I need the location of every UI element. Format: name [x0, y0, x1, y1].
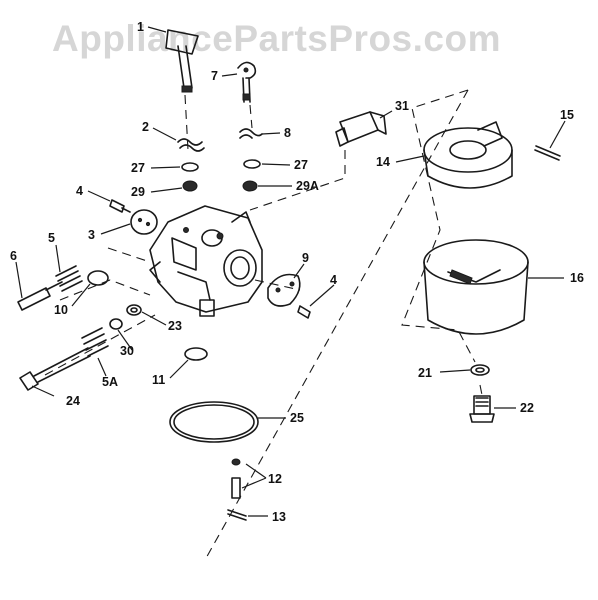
- part-8-spring: [239, 128, 263, 139]
- part-15-float-pin: [534, 145, 561, 161]
- part-4-screw-right: [297, 305, 311, 319]
- label-29a: 29A: [296, 179, 319, 193]
- part-2-spring: [177, 138, 205, 152]
- part-22-bowl-nut: [469, 395, 495, 423]
- label-15: 15: [560, 108, 574, 122]
- label-11: 11: [152, 373, 165, 387]
- label-7: 7: [211, 69, 218, 83]
- label-8: 8: [284, 126, 291, 140]
- label-31: 31: [395, 99, 409, 113]
- label-5: 5: [48, 231, 55, 245]
- leader-lines: [15, 26, 566, 517]
- label-4-right: 4: [330, 273, 337, 287]
- part-11-plug: [184, 347, 208, 361]
- label-22: 22: [520, 401, 534, 415]
- label-6: 6: [10, 249, 17, 263]
- label-24: 24: [66, 394, 80, 408]
- part-23-washer: [126, 304, 142, 316]
- part-9-gasket: [267, 273, 301, 307]
- label-30: 30: [120, 344, 134, 358]
- part-25-bowl-gasket: [169, 401, 259, 443]
- part-5-spring: [55, 265, 83, 292]
- label-4-left: 4: [76, 184, 83, 198]
- part-14-float: [423, 121, 513, 189]
- part-6-idle-screw: [17, 281, 63, 311]
- part-1-throttle-shaft: [165, 29, 199, 93]
- label-14: 14: [376, 155, 390, 169]
- part-10-welch-plug: [87, 270, 109, 286]
- part-29-seals: [182, 180, 258, 192]
- label-23: 23: [168, 319, 182, 333]
- label-13: 13: [272, 510, 286, 524]
- carburetor-body: [149, 205, 263, 317]
- part-5a-spring: [81, 327, 109, 357]
- part-12-inlet-needle: [231, 458, 241, 499]
- part-labels: 1 7 2 8 27 27 29 29A 4 3 5 6 9 4 10 23 3…: [10, 20, 584, 524]
- watermark-logo: AppliancePartsPros.com: [52, 18, 501, 59]
- part-16-float-bowl: [423, 239, 529, 335]
- label-27-left: 27: [131, 161, 145, 175]
- part-13-pin: [227, 509, 247, 521]
- label-1: 1: [137, 20, 144, 34]
- label-27-right: 27: [294, 158, 308, 172]
- label-12: 12: [268, 472, 282, 486]
- part-27-washers: [181, 159, 261, 172]
- part-31-primer-fitting: [335, 111, 387, 147]
- label-29: 29: [131, 185, 145, 199]
- label-10: 10: [54, 303, 68, 317]
- part-21-washer: [470, 364, 490, 376]
- part-4-screw-left: [109, 199, 131, 213]
- part-7-choke-shaft: [237, 61, 257, 103]
- label-25: 25: [290, 411, 304, 425]
- label-16: 16: [570, 271, 584, 285]
- part-30-oring: [109, 318, 123, 330]
- part-24-main-jet-screw: [19, 347, 91, 391]
- label-2: 2: [142, 120, 149, 134]
- label-3: 3: [88, 228, 95, 242]
- label-5a: 5A: [102, 375, 118, 389]
- label-21: 21: [418, 366, 432, 380]
- label-9: 9: [302, 251, 309, 265]
- part-3-throttle-plate: [130, 209, 158, 235]
